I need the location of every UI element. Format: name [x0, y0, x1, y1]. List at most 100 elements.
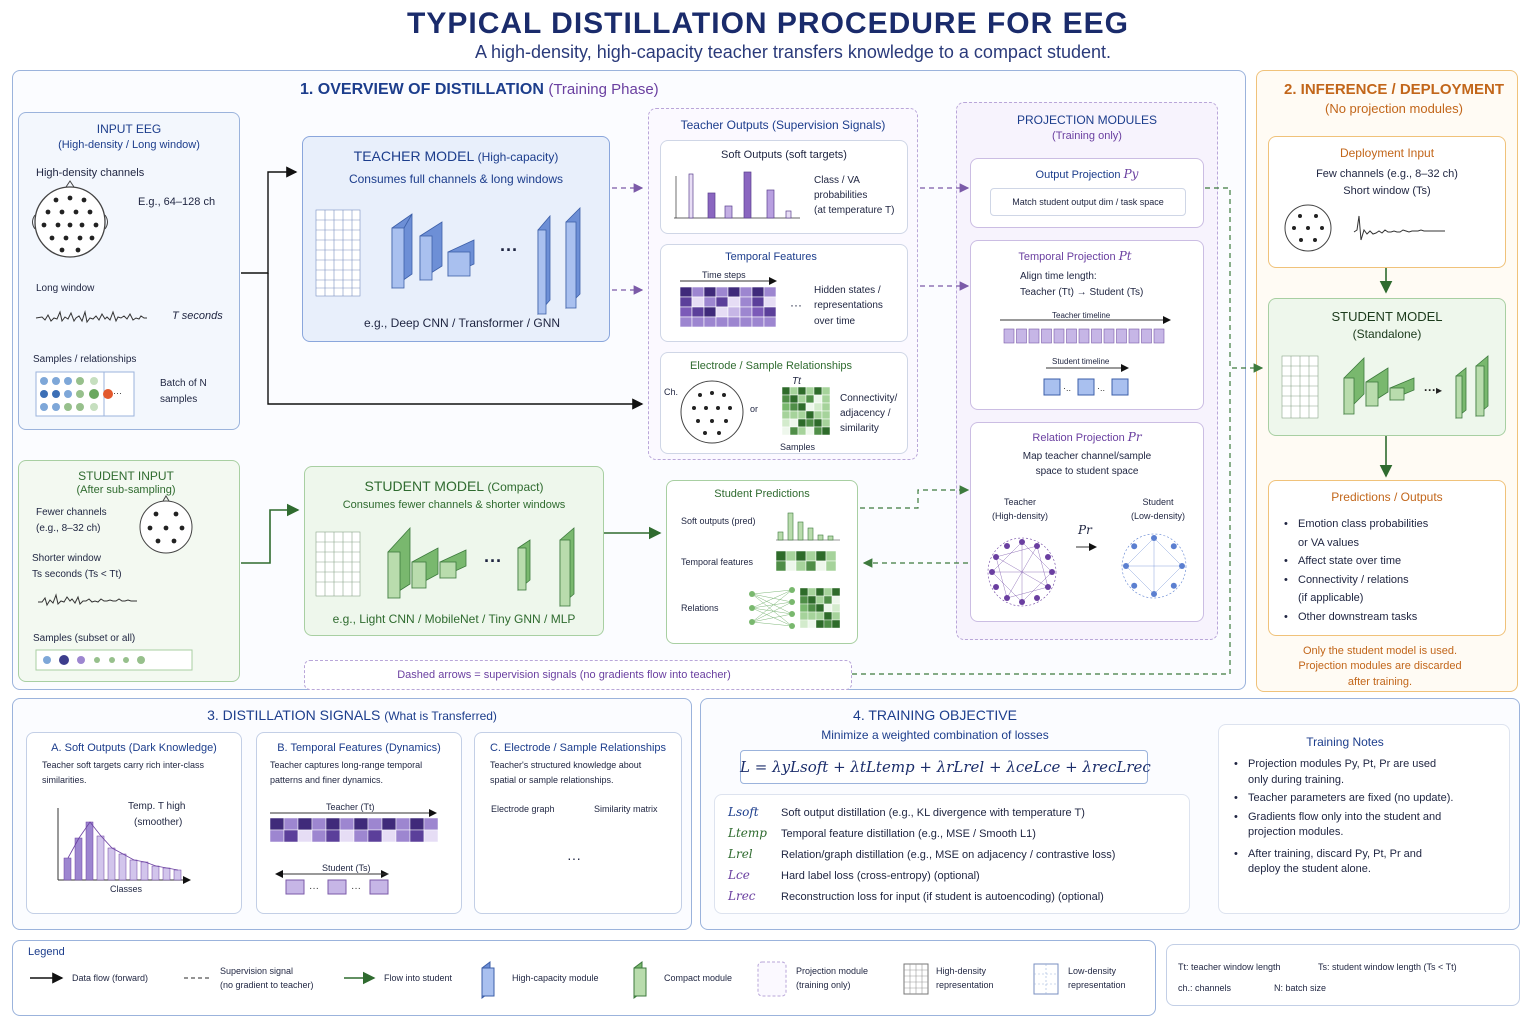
deployment-input-title: Deployment Input [1339, 146, 1435, 160]
signal-c-dots: ··· [567, 850, 581, 866]
dashed-note-box [304, 660, 852, 690]
deployment-l2: Short window (Ts) [1343, 185, 1431, 197]
output-projection-title: Output Projection Py [1035, 167, 1139, 181]
pred-item-1: •Emotion class probabilities [1284, 518, 1429, 530]
batch-label-2: samples [160, 394, 198, 405]
sym-ch: ch.: channels [1178, 983, 1232, 993]
legend-title: Legend [28, 946, 65, 958]
soft-outputs-title: Soft Outputs (soft targets) [721, 149, 847, 161]
signal-a-temp2: (smoother) [134, 817, 183, 828]
signal-b-l2: patterns and finer dynamics. [270, 775, 384, 785]
overview-title: 1. OVERVIEW OF DISTILLATION (Training Ph… [300, 81, 659, 98]
pred-temp-label: Temporal features [681, 557, 754, 567]
pred-item-3: •Affect state over time [1284, 555, 1402, 568]
objective-title: 4. TRAINING OBJECTIVE [853, 707, 1017, 723]
fewer-channels-label: Fewer channels [36, 507, 107, 518]
legend-low-density-2: representation [1068, 980, 1126, 990]
legend-flow-student: Flow into student [384, 973, 453, 983]
fewer-channels-eg: (e.g., 8–32 ch) [36, 523, 101, 534]
shorter-window-label: Shorter window [32, 553, 101, 564]
temporal-projection-l2: Teacher (Tt) → Student (Ts) [1020, 287, 1144, 298]
rel-or-label: or [750, 404, 759, 414]
rel-l1: Connectivity/ [840, 393, 898, 404]
note-6: •After training, discard Py, Pt, Pr and [1234, 847, 1423, 860]
legend-data-flow: Data flow (forward) [72, 973, 149, 983]
pred-soft-label: Soft outputs (pred) [681, 516, 756, 526]
rel-l3: similarity [840, 423, 879, 434]
t-seconds-label: T seconds [172, 310, 223, 322]
deployment-l1: Few channels (e.g., 8–32 ch) [1316, 168, 1458, 180]
page-title: TYPICAL DISTILLATION PROCEDURE FOR EEG [407, 7, 1129, 40]
projection-title: PROJECTION MODULES [1016, 113, 1157, 127]
standalone-student-title: STUDENT MODEL [1331, 309, 1443, 324]
signal-b-title: B. Temporal Features (Dynamics) [277, 742, 441, 754]
legend-high-capacity: High-capacity module [512, 973, 599, 983]
signal-a-l1: Teacher soft targets carry rich inter-cl… [42, 760, 205, 770]
signal-c-title: C. Electrode / Sample Relationships [489, 742, 667, 754]
temporal-dots: ··· [790, 298, 802, 312]
signal-c-box [474, 732, 682, 914]
time-steps-label: Time steps [702, 270, 746, 280]
student-eg: e.g., Light CNN / MobileNet / Tiny GNN /… [332, 612, 576, 626]
legend-compact: Compact module [664, 973, 733, 983]
standalone-student-sub: (Standalone) [1352, 327, 1422, 341]
note-1: •Projection modules Py, Pt, Pr are used [1234, 758, 1437, 770]
hd-eg-label: E.g., 64–128 ch [138, 196, 216, 208]
long-window-label: Long window [36, 283, 95, 294]
note-7: deploy the student alone. [1248, 863, 1371, 875]
teacher-timeline-label: Teacher timeline [1052, 311, 1111, 320]
legend-projection-2: (training only) [796, 980, 851, 990]
predictions-outputs-panel [1268, 480, 1506, 636]
student-predictions-title: Student Predictions [714, 488, 810, 500]
input-eeg-sub: (High-density / Long window) [58, 139, 200, 151]
formula: L = λyLsoft + λtLtemp + λrLrel + λceLce … [740, 758, 1151, 776]
rel-tt-label: Tt [792, 376, 801, 387]
ts-seconds-label: Ts seconds (Ts < Tt) [32, 569, 122, 580]
signal-a-l2: similarities. [42, 775, 87, 785]
rel-student-label-2: (Low-density) [1130, 511, 1186, 521]
temporal-projection-box [970, 240, 1204, 410]
teacher-consumes: Consumes full channels & long windows [348, 172, 564, 186]
teacher-title: TEACHER MODEL (High-capacity) [353, 148, 559, 164]
legend-projection: Projection module [796, 966, 869, 976]
student-samples-label: Samples (subset or all) [33, 633, 136, 644]
rel-teacher-label: Teacher [1003, 497, 1037, 507]
signals-title: 3. DISTILLATION SIGNALS (What is Transfe… [207, 707, 497, 723]
input-eeg-title: INPUT EEG [96, 122, 162, 136]
inference-title: 2. INFERENCE / DEPLOYMENT [1283, 81, 1505, 98]
student-consumes: Consumes fewer channels & shorter window… [342, 499, 566, 511]
temporal-l3: over time [814, 316, 856, 327]
rel-ch-label: Ch. [664, 387, 679, 397]
projection-sub: (Training only) [1052, 130, 1122, 142]
training-notes-box [1218, 724, 1510, 914]
formula-box [740, 750, 1148, 784]
temporal-l2: representations [814, 300, 883, 311]
rel-teacher-label-2: (High-density) [991, 511, 1049, 521]
legend-high-density-2: representation [936, 980, 994, 990]
objective-sub: Minimize a weighted combination of losse… [821, 728, 1049, 742]
predictions-outputs-title: Predictions / Outputs [1331, 490, 1443, 504]
note-4: •Gradients flow only into the student an… [1234, 810, 1442, 823]
teacher-dots: ··· [500, 240, 518, 260]
signal-a-classes: Classes [110, 884, 143, 894]
symbols-panel [1166, 944, 1520, 1006]
rel-student-label: Student [1142, 497, 1174, 507]
sym-tt: Tt: teacher window length [1178, 962, 1281, 972]
predictions-outputs-list: •Emotion class probabilities or VA value… [1284, 515, 1428, 627]
rel-samples-label: Samples [780, 442, 816, 452]
signal-b-teacher: Teacher (Tt) [326, 802, 375, 812]
student-input-panel [18, 460, 240, 682]
student-input-title: STUDENT INPUT [78, 469, 174, 483]
inference-sub: (No projection modules) [1324, 101, 1463, 116]
temporal-projection-l1: Align time length: [1020, 271, 1097, 282]
student-input-sub: (After sub-sampling) [76, 484, 176, 496]
note-2: only during training. [1248, 773, 1345, 786]
hd-channels-label: High-density channels [36, 167, 145, 179]
soft-l3: (at temperature T) [814, 205, 895, 216]
soft-l1: Class / VA [814, 175, 860, 186]
teacher-model-panel [302, 136, 610, 342]
student-timeline-label: Student timeline [1052, 357, 1110, 366]
page-subtitle: A high-density, high-capacity teacher tr… [474, 42, 1112, 62]
